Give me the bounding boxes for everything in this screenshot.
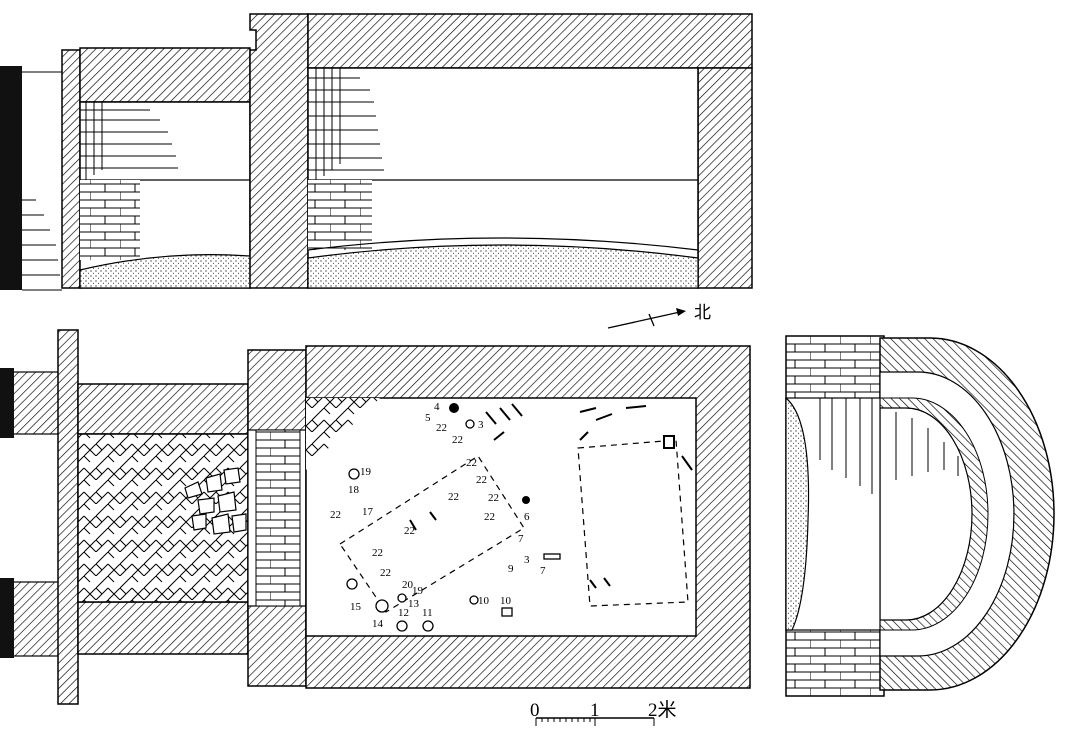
find-label: 17 (362, 506, 374, 518)
plan-view: 5 4 3 22 22 19 18 22 17 22 22 22 22 22 2… (0, 329, 751, 705)
find-label: 3 (524, 554, 530, 566)
find-label: 19 (412, 585, 424, 597)
scale-end-label: 2米 (648, 699, 677, 721)
dromos-fill (0, 66, 22, 290)
find-label: 6 (524, 511, 530, 523)
rear-wall (697, 67, 753, 289)
longitudinal-section (0, 13, 753, 291)
find-label: 22 (484, 511, 495, 523)
front-chamber-brick-wall (80, 180, 140, 260)
find-label: 22 (330, 509, 341, 521)
find-label: 22 (404, 525, 415, 537)
find-label: 18 (348, 484, 360, 496)
rear-chamber-brick-wall (308, 180, 372, 250)
front-chamber-ceiling (79, 47, 251, 103)
north-arrow: 北 (607, 303, 711, 329)
north-label: 北 (694, 303, 711, 323)
find-label: 22 (452, 434, 463, 446)
find-label: 22 (488, 492, 499, 504)
find-label: 7 (540, 565, 546, 577)
find-label: 22 (372, 547, 383, 559)
coffin-outline-2 (577, 439, 689, 607)
find-labels: 5 4 3 22 22 19 18 22 17 22 22 22 22 22 2… (330, 401, 546, 630)
scale-tick-0: 0 (530, 700, 540, 721)
rear-chamber-floor (307, 244, 699, 289)
rear-chamber-ceiling (307, 13, 753, 69)
find-label: 5 (425, 412, 431, 424)
find-label: 7 (518, 533, 524, 545)
find-label: 13 (408, 598, 420, 610)
find-label: 4 (434, 401, 440, 413)
find-label: 22 (380, 567, 391, 579)
find-label: 22 (436, 422, 447, 434)
find-label: 22 (448, 491, 459, 503)
find-label: 22 (476, 474, 487, 486)
cross-section (785, 335, 1055, 697)
find-label: 9 (508, 563, 514, 575)
find-label: 22 (466, 457, 477, 469)
artifact-marks (409, 403, 693, 589)
scale-bar: 0 1 2米 (530, 699, 677, 726)
find-label: 12 (398, 607, 409, 619)
scale-tick-1: 1 (590, 700, 600, 721)
blocking-wall (57, 329, 79, 705)
section-floor (785, 396, 810, 631)
artifact-circles (346, 419, 561, 632)
find-label: 20 (402, 579, 414, 591)
stone-pile (184, 467, 247, 535)
find-label: 15 (350, 601, 362, 613)
find-label: 10 (500, 595, 512, 607)
find-label: 14 (372, 618, 384, 630)
middle-wall (249, 13, 309, 289)
find-label: 10 (478, 595, 490, 607)
rear-chamber-floor-plan (305, 397, 697, 637)
find-label: 19 (360, 466, 372, 478)
front-wall (61, 49, 81, 289)
vault-interior (879, 407, 973, 621)
find-label: 3 (478, 419, 484, 431)
find-label: 11 (422, 607, 433, 619)
